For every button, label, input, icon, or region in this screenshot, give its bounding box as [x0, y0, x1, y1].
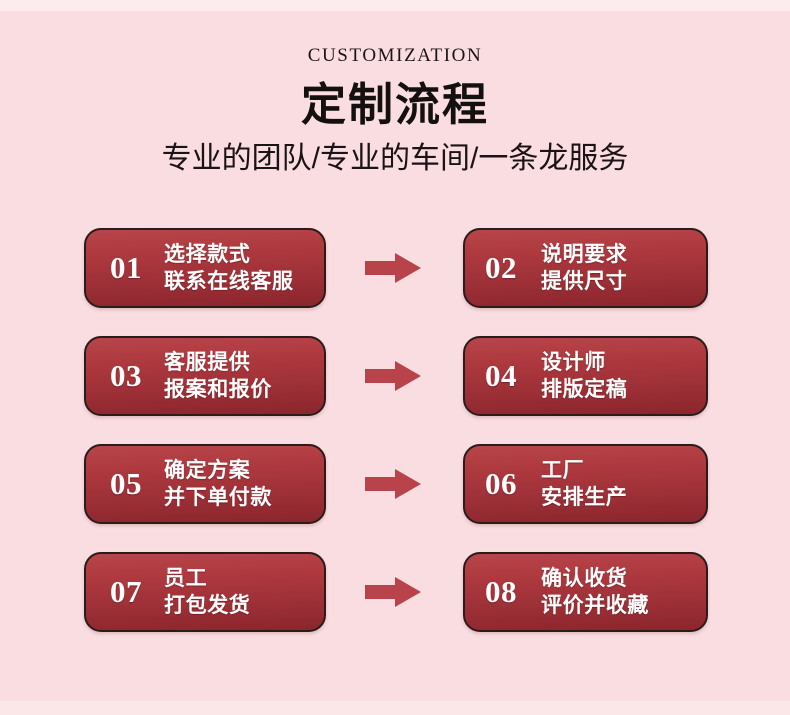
flow-row: 03 客服提供 报案和报价 04 设计师 排版定稿: [0, 336, 790, 416]
step-number: 05: [110, 466, 142, 501]
flow-step-card[interactable]: 02 说明要求 提供尺寸: [463, 228, 708, 308]
flow-row: 05 确定方案 并下单付款 06 工厂 安排生产: [0, 444, 790, 524]
bottom-accent-band: [0, 701, 790, 715]
flow-step-card[interactable]: 06 工厂 安排生产: [463, 444, 708, 524]
step-line-1: 确认收货: [541, 567, 628, 590]
step-number: 01: [110, 250, 142, 285]
top-accent-band: [0, 0, 790, 11]
step-line-2: 安排生产: [541, 486, 628, 509]
step-number: 02: [485, 250, 517, 285]
flow-step-card[interactable]: 03 客服提供 报案和报价: [84, 336, 326, 416]
step-line-1: 员工: [164, 567, 208, 590]
flow-step-card[interactable]: 04 设计师 排版定稿: [463, 336, 708, 416]
step-number: 08: [485, 574, 517, 609]
step-text: 客服提供 报案和报价: [164, 349, 324, 403]
step-text: 选择款式 联系在线客服: [164, 241, 324, 295]
arrow-right-icon: [365, 468, 421, 500]
step-text: 确认收货 评价并收藏: [541, 565, 706, 619]
step-line-2: 联系在线客服: [164, 270, 294, 293]
flow-step-card[interactable]: 01 选择款式 联系在线客服: [84, 228, 326, 308]
step-number: 04: [485, 358, 517, 393]
page-subtitle: 专业的团队/专业的车间/一条龙服务: [161, 142, 629, 175]
step-line-2: 并下单付款: [164, 486, 272, 509]
step-number: 06: [485, 466, 517, 501]
page-title: 定制流程: [300, 79, 489, 130]
step-text: 说明要求 提供尺寸: [541, 241, 706, 295]
step-line-2: 打包发货: [164, 594, 251, 617]
arrow-right-icon: [365, 360, 421, 392]
step-text: 员工 打包发货: [164, 565, 324, 619]
flow-row: 01 选择款式 联系在线客服 02 说明要求 提供尺寸: [0, 228, 790, 308]
step-line-1: 说明要求: [541, 243, 628, 266]
arrow-right-icon: [365, 252, 421, 284]
step-number: 03: [110, 358, 142, 393]
step-line-2: 排版定稿: [541, 378, 628, 401]
step-number: 07: [110, 574, 142, 609]
step-line-1: 设计师: [541, 351, 606, 374]
step-line-2: 报案和报价: [164, 378, 272, 401]
step-line-2: 评价并收藏: [541, 594, 649, 617]
flow-step-card[interactable]: 07 员工 打包发货: [84, 552, 326, 632]
flow-step-card[interactable]: 05 确定方案 并下单付款: [84, 444, 326, 524]
step-line-1: 客服提供: [164, 351, 251, 374]
step-line-1: 选择款式: [164, 243, 251, 266]
step-text: 工厂 安排生产: [541, 457, 706, 511]
poster-header: CUSTOMIZATION 定制流程 专业的团队/专业的车间/一条龙服务: [0, 44, 790, 178]
step-line-1: 工厂: [541, 459, 585, 482]
arrow-right-icon: [365, 576, 421, 608]
step-line-1: 确定方案: [164, 459, 251, 482]
step-text: 确定方案 并下单付款: [164, 457, 324, 511]
eyebrow-text: CUSTOMIZATION: [307, 45, 483, 66]
flow-steps: 01 选择款式 联系在线客服 02 说明要求 提供尺寸: [0, 228, 790, 660]
flow-row: 07 员工 打包发货 08 确认收货 评价并收藏: [0, 552, 790, 632]
step-line-2: 提供尺寸: [541, 270, 628, 293]
flow-step-card[interactable]: 08 确认收货 评价并收藏: [463, 552, 708, 632]
step-text: 设计师 排版定稿: [541, 349, 706, 403]
